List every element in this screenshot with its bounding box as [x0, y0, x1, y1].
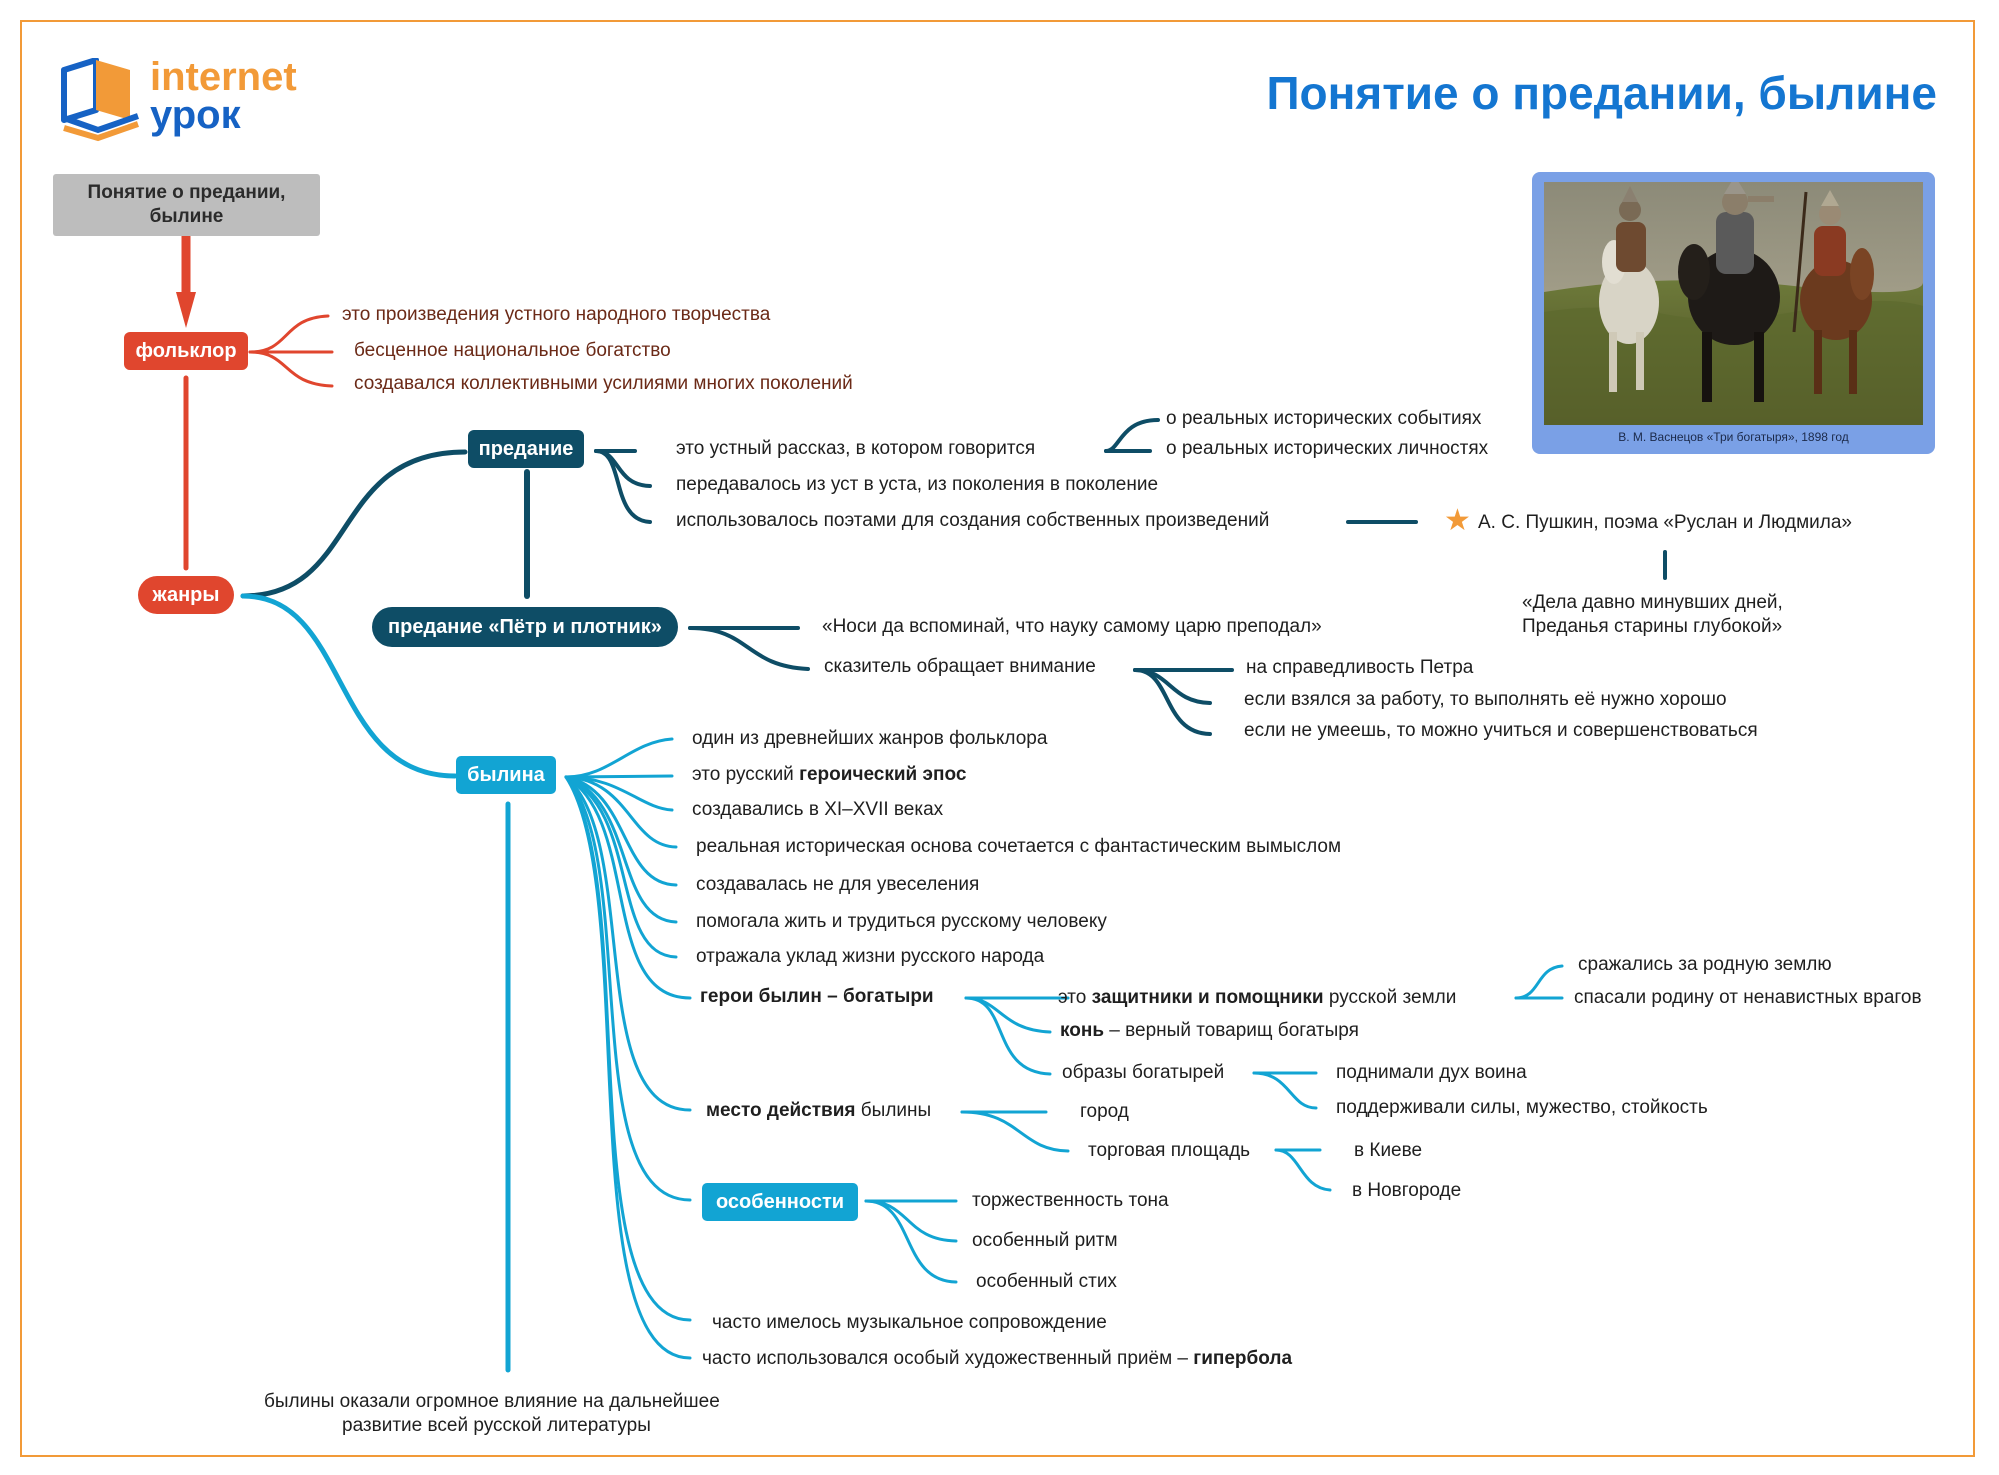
bylina-hyperbole: часто использовался особый художественны…: [702, 1348, 1293, 1369]
folklore-item: создавался коллективными усилиями многих…: [354, 373, 853, 394]
petr-storyteller: сказитель обращает внимание: [824, 656, 1096, 677]
heroes-images-item: поддерживали силы, мужество, стойкость: [1336, 1097, 1708, 1118]
folklore-item: это произведения устного народного творч…: [342, 304, 771, 325]
heroes-deed: спасали родину от ненавистных врагов: [1574, 987, 1922, 1008]
node-predanie: предание: [468, 430, 584, 468]
bylina-item: один из древнейших жанров фольклора: [692, 728, 1048, 749]
node-folklore: фольклор: [124, 332, 248, 370]
painting-image: [1544, 182, 1923, 425]
heroes-deed: сражались за родную землю: [1578, 954, 1832, 975]
page-title: Понятие о предании, былине: [1266, 67, 1937, 119]
bylina-item: часто имелось музыкальное сопровождение: [712, 1312, 1107, 1333]
heroes-images: образы богатырей: [1062, 1062, 1225, 1083]
bylina-item: реальная историческая основа сочетается …: [696, 836, 1342, 857]
bylina-item: отражала уклад жизни русского народа: [696, 946, 1045, 967]
predanie-item: передавалось из уст в уста, из поколения…: [676, 474, 1159, 495]
petr-point: если не умеешь, то можно учиться и совер…: [1244, 720, 1758, 741]
heroes-images-item: поднимали дух воина: [1336, 1062, 1527, 1083]
petr-point: на справедливость Петра: [1246, 657, 1474, 678]
page-frame: [20, 20, 1975, 1457]
place-city: в Киеве: [1354, 1140, 1423, 1161]
predanie-about: о реальных исторических событиях: [1166, 408, 1482, 429]
petr-quote: «Носи да вспоминай, что науку самому цар…: [822, 616, 1322, 637]
features-item: торжественность тона: [972, 1190, 1169, 1211]
bylina-influence-line2: развитие всей русской литературы: [342, 1415, 651, 1436]
heroes-label: герои былин – богатыри: [700, 986, 934, 1007]
logo-text[interactable]: internet урок: [150, 55, 297, 137]
bylina-item: создавались в XI–XVII веках: [692, 799, 944, 820]
star-icon: ★: [1444, 504, 1471, 537]
bylina-item: помогала жить и трудиться русскому челов…: [696, 911, 1107, 932]
bylina-item: создавалась не для увеселения: [696, 874, 980, 895]
place-item: город: [1080, 1101, 1129, 1122]
predanie-item: это устный рассказ, в котором говорится: [676, 438, 1036, 459]
node-features: особенности: [702, 1183, 858, 1221]
pushkin-quote-line1: «Дела давно минувших дней,: [1522, 592, 1783, 613]
place-city: в Новгороде: [1352, 1180, 1462, 1201]
bylina-influence-line1: былины оказали огромное влияние на дальн…: [264, 1391, 720, 1412]
petr-point: если взялся за работу, то выполнять её н…: [1244, 689, 1727, 710]
predanie-item: использовалось поэтами для создания собс…: [676, 510, 1270, 531]
folklore-item: бесценное национальное богатство: [354, 340, 671, 361]
heroes-definition: это защитники и помощники русской земли: [1058, 987, 1457, 1008]
painting-caption: В. М. Васнецов «Три богатыря», 1898 год: [1618, 430, 1849, 444]
node-petr: предание «Пётр и плотник»: [372, 607, 678, 647]
pushkin-example: А. С. Пушкин, поэма «Руслан и Людмила»: [1478, 512, 1852, 533]
heroes-horse: конь – верный товарищ богатыря: [1060, 1020, 1359, 1041]
node-bylina: былина: [456, 756, 556, 794]
predanie-about: о реальных исторических личностях: [1166, 438, 1489, 459]
logo-book-icon: [61, 58, 139, 142]
node-genres: жанры: [138, 576, 234, 614]
logo-line2: урок: [150, 93, 241, 137]
features-item: особенный ритм: [972, 1230, 1118, 1251]
features-item: особенный стих: [976, 1271, 1117, 1292]
place-label: место действия былины: [706, 1100, 932, 1121]
bylina-epic: это русский героический эпос: [692, 764, 967, 785]
logo-line1: internet: [150, 55, 297, 99]
place-item: торговая площадь: [1088, 1140, 1251, 1161]
pushkin-quote-line2: Преданья старины глубокой»: [1522, 616, 1783, 637]
root-node: Понятие о предании, былине: [53, 174, 320, 236]
